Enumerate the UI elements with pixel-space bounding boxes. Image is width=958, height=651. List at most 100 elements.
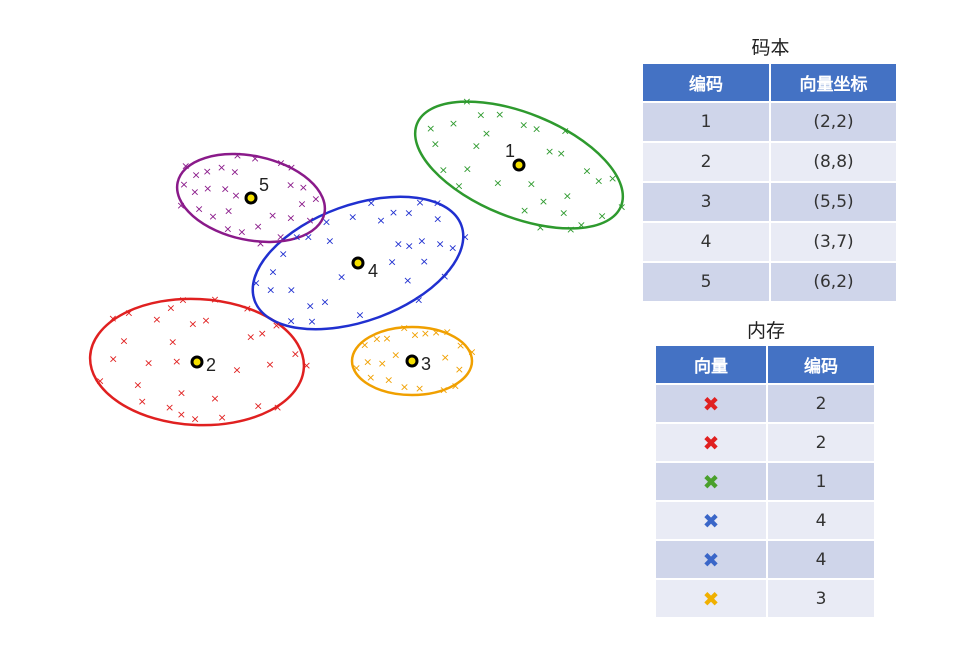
data-point: × [279, 248, 288, 261]
data-point: × [384, 374, 393, 387]
data-point: × [443, 326, 452, 339]
data-point: × [176, 199, 185, 212]
data-point: × [382, 332, 391, 345]
data-point: × [400, 322, 409, 335]
data-point: × [246, 331, 255, 344]
data-point: × [297, 197, 306, 210]
data-point: × [394, 238, 403, 251]
data-point: × [177, 386, 186, 399]
data-point: × [250, 152, 259, 165]
data-point: × [304, 230, 313, 243]
vector-x-icon: ✖ [702, 508, 720, 533]
data-point: × [254, 399, 263, 412]
data-point: × [192, 169, 201, 182]
data-point: × [272, 319, 281, 332]
data-point: × [352, 361, 361, 374]
data-point: × [520, 204, 529, 217]
data-point: × [439, 383, 448, 396]
data-point: × [476, 108, 485, 121]
data-point: × [194, 203, 203, 216]
data-point: × [152, 313, 161, 326]
data-point: × [210, 392, 219, 405]
codebook-vector: (5,5) [770, 181, 898, 222]
codebook-code: 4 [643, 221, 771, 262]
data-point: × [405, 240, 414, 253]
centroid-marker [405, 354, 419, 368]
data-point: × [391, 348, 400, 361]
centroid-marker [512, 158, 526, 172]
memory-table: 向量 编码 ✖2✖2✖1✖4✖4✖3 [656, 346, 876, 617]
data-point: × [286, 212, 295, 225]
data-point: × [178, 293, 187, 306]
data-point: × [454, 180, 463, 193]
data-point: × [566, 223, 575, 236]
codebook-row: 2(8,8) [643, 141, 898, 182]
data-point: × [441, 351, 450, 364]
data-point: × [165, 401, 174, 414]
memory-title: 内存 [746, 320, 785, 342]
cluster-ellipse [88, 297, 306, 427]
codebook-code: 3 [643, 181, 771, 222]
codebook-table: 编码 向量坐标 1(2,2)2(8,8)3(5,5)4(3,7)5(6,2) [643, 64, 898, 301]
centroid-marker [351, 256, 365, 270]
data-point: × [519, 118, 528, 131]
vector-x-icon: ✖ [702, 547, 720, 572]
data-point: × [231, 189, 240, 202]
data-point: × [363, 355, 372, 368]
codebook-row: 5(6,2) [643, 261, 898, 301]
data-point: × [286, 179, 295, 192]
data-point: × [168, 335, 177, 348]
data-point: × [190, 185, 199, 198]
memory-row: ✖3 [656, 578, 876, 617]
data-point: × [243, 302, 252, 315]
data-point: × [366, 371, 375, 384]
data-point: × [201, 314, 210, 327]
data-point: × [557, 147, 566, 160]
data-point: × [376, 214, 385, 227]
data-point: × [320, 296, 329, 309]
centroid-label: 1 [505, 141, 515, 161]
data-point: × [449, 117, 458, 130]
cluster-ellipse [350, 325, 474, 397]
cluster-plot: × × × × × × × × × × × × × × × × × × × × × × × × × × × × × × × × × × × × × × × ×… [88, 95, 626, 427]
codebook-row: 1(2,2) [643, 101, 898, 142]
data-point: × [360, 338, 369, 351]
codebook-header-code: 编码 [643, 64, 771, 102]
memory-header-code: 编码 [767, 346, 876, 384]
data-point: × [403, 274, 412, 287]
codebook-vector: (3,7) [770, 221, 898, 262]
data-point: × [597, 209, 606, 222]
codebook-title: 码本 [751, 37, 790, 59]
data-point: × [109, 352, 118, 365]
data-point: × [95, 375, 104, 388]
cluster-ellipse [175, 152, 327, 244]
data-point: × [233, 149, 242, 162]
data-point: × [124, 307, 133, 320]
memory-row: ✖2 [656, 383, 876, 423]
data-point: × [387, 256, 396, 269]
data-point: × [119, 334, 128, 347]
data-point: × [325, 234, 334, 247]
data-point: × [594, 174, 603, 187]
data-point: × [230, 165, 239, 178]
data-point: × [172, 355, 181, 368]
data-point: × [292, 231, 301, 244]
data-point: × [251, 276, 260, 289]
data-point: × [421, 327, 430, 340]
data-point: × [435, 237, 444, 250]
data-point: × [305, 214, 314, 227]
data-point: × [404, 207, 413, 220]
centroid-marker [244, 191, 258, 205]
data-point: × [108, 312, 117, 325]
data-point: × [617, 201, 626, 214]
data-point: × [203, 165, 212, 178]
data-point: × [417, 235, 426, 248]
data-point: × [337, 271, 346, 284]
data-point: × [367, 196, 376, 209]
data-point: × [291, 347, 300, 360]
data-point: × [203, 182, 212, 195]
codebook-header-vector: 向量坐标 [770, 64, 898, 102]
centroid-label: 3 [421, 354, 431, 374]
data-point: × [133, 379, 142, 392]
data-point: × [420, 255, 429, 268]
